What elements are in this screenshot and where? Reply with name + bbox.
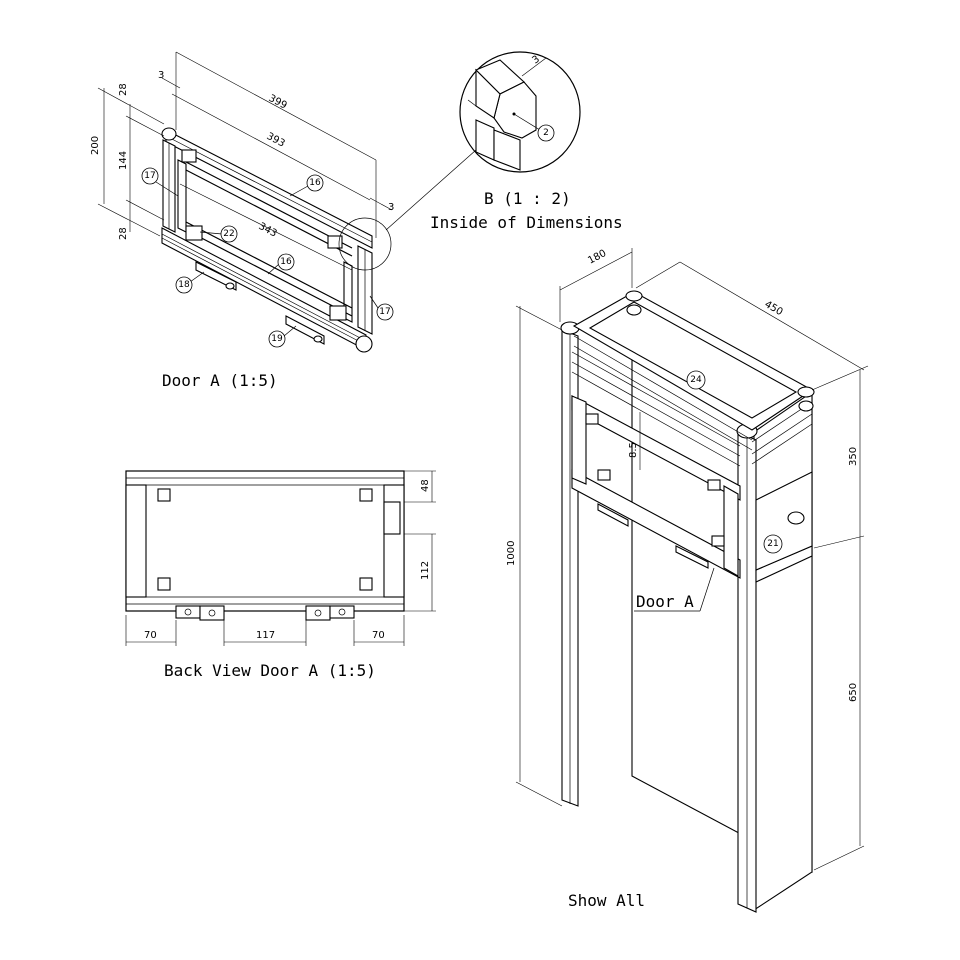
door-a-hinges bbox=[195, 261, 325, 345]
back-view: 70 117 70 48 112 Back View Door A (1:5) bbox=[125, 470, 436, 680]
door-a-dim-labels: 399 393 343 200 144 28 28 3 3 bbox=[90, 70, 394, 240]
balloon-24: 24 bbox=[686, 370, 706, 390]
back-dim-117: 117 bbox=[256, 630, 275, 641]
door-a-dimensions bbox=[97, 51, 393, 271]
svg-text:16: 16 bbox=[309, 178, 321, 188]
show-all-caption: Show All bbox=[568, 891, 645, 910]
detail-b-caption-1: B (1 : 2) bbox=[484, 189, 571, 208]
door-a-balloons: 17 16 22 16 18 19 17 bbox=[141, 167, 394, 348]
balloon-18: 18 bbox=[175, 276, 193, 294]
dim-28-top: 28 bbox=[118, 83, 129, 96]
show-dim-650: 650 bbox=[848, 683, 859, 702]
balloon-16-bottom: 16 bbox=[277, 253, 295, 271]
detail-b-dim-3: 3 bbox=[530, 54, 542, 67]
left-front-leg bbox=[560, 321, 580, 807]
door-a-left-post bbox=[162, 139, 187, 233]
detail-b-leader bbox=[385, 149, 477, 231]
door-in-assembly bbox=[571, 395, 741, 579]
balloon-19: 19 bbox=[268, 330, 286, 348]
back-dim-112: 112 bbox=[420, 561, 431, 580]
dim-144: 144 bbox=[118, 151, 129, 170]
dim-393: 393 bbox=[265, 131, 287, 150]
balloon-17-right: 17 bbox=[376, 303, 394, 321]
balloon-17-left: 17 bbox=[141, 167, 159, 185]
svg-text:18: 18 bbox=[178, 280, 190, 290]
svg-text:24: 24 bbox=[690, 375, 702, 385]
show-dim-350: 350 bbox=[848, 447, 859, 466]
right-side-panel bbox=[753, 390, 813, 912]
back-view-hinges bbox=[175, 605, 355, 621]
door-a-top-rail bbox=[161, 127, 373, 249]
door-a-inner-bottom bbox=[185, 221, 353, 309]
balloon-2: 2 bbox=[537, 124, 555, 142]
back-view-dimensions bbox=[125, 470, 436, 646]
door-a-callout: Door A bbox=[636, 592, 694, 611]
door-a-right-post bbox=[343, 245, 373, 335]
show-dim-180: 180 bbox=[586, 248, 608, 267]
back-dim-70-left: 70 bbox=[144, 630, 157, 641]
dim-343: 343 bbox=[257, 221, 279, 240]
detail-b-circle bbox=[459, 51, 581, 173]
back-view-caption: Back View Door A (1:5) bbox=[164, 661, 376, 680]
dim-200: 200 bbox=[90, 136, 101, 155]
show-all-dimensions bbox=[515, 248, 869, 871]
balloon-21: 21 bbox=[763, 534, 783, 554]
right-front-leg bbox=[736, 423, 758, 913]
back-dim-48: 48 bbox=[420, 479, 431, 492]
svg-text:21: 21 bbox=[767, 539, 778, 549]
svg-text:17: 17 bbox=[144, 171, 155, 181]
dim-3-right: 3 bbox=[388, 202, 394, 213]
door-a-bottom-rail bbox=[161, 227, 373, 353]
svg-text:2: 2 bbox=[543, 128, 549, 138]
detail-b-view: 3 2 B (1 : 2) Inside of Dimensions bbox=[430, 51, 623, 232]
detail-b-marker bbox=[338, 217, 392, 271]
door-a-view: 399 393 343 200 144 28 28 3 3 17 16 22 1… bbox=[90, 51, 477, 390]
dim-399: 399 bbox=[267, 93, 289, 112]
dim-28-bottom: 28 bbox=[118, 227, 129, 240]
balloon-16-top: 16 bbox=[306, 174, 324, 192]
show-dim-450: 450 bbox=[763, 299, 785, 318]
door-a-brackets bbox=[181, 149, 347, 321]
svg-text:22: 22 bbox=[223, 229, 234, 239]
svg-text:17: 17 bbox=[379, 307, 390, 317]
svg-text:16: 16 bbox=[280, 257, 292, 267]
door-a-inner-top-2 bbox=[185, 169, 353, 257]
balloon-22: 22 bbox=[220, 225, 238, 243]
door-a-callout-leader bbox=[699, 567, 715, 612]
door-a-inner-top bbox=[185, 161, 353, 249]
dim-3-left: 3 bbox=[158, 70, 164, 81]
detail-b-caption-2: Inside of Dimensions bbox=[430, 213, 623, 232]
back-dim-70-right: 70 bbox=[372, 630, 385, 641]
top-frame bbox=[572, 290, 815, 451]
show-dim-1000: 1000 bbox=[506, 541, 517, 566]
show-all-view: 8.5 180 450 1000 350 650 24 21 bbox=[506, 248, 869, 913]
door-a-caption: Door A (1:5) bbox=[162, 371, 278, 390]
show-dim-8-5: 8.5 bbox=[628, 442, 639, 458]
upper-rails bbox=[571, 351, 813, 467]
svg-text:19: 19 bbox=[271, 334, 283, 344]
